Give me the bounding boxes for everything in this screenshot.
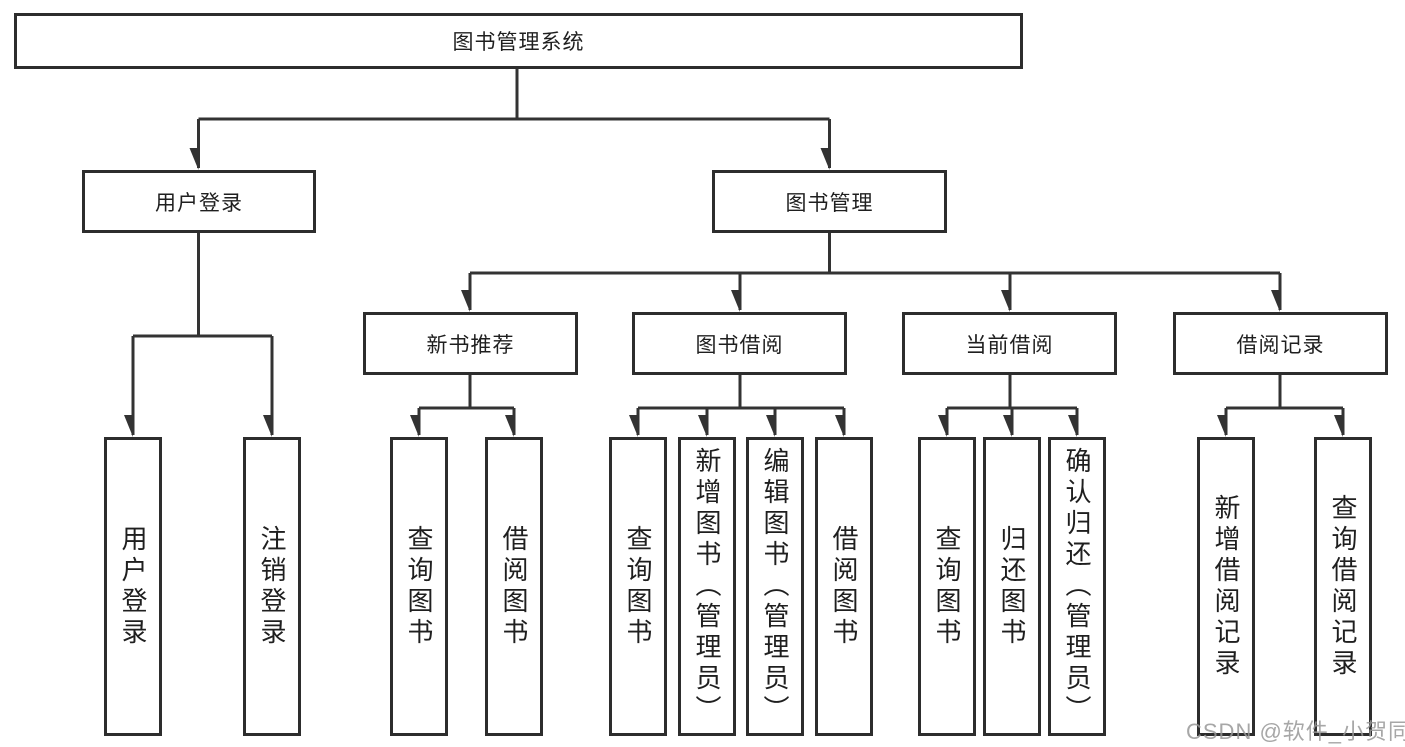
leaf-borrow-books-borrowing: 借阅图书 [815, 437, 873, 736]
leaf-query-books-current: 查询图书 [918, 437, 976, 736]
connector-book-borrow-trunk [638, 375, 844, 410]
leaf-borrow-books-recommend: 借阅图书 [485, 437, 543, 736]
node-user-login: 用户登录 [82, 170, 316, 233]
leaf-user-login: 用户登录 [104, 437, 162, 736]
leaf-add-book-admin: 新增图书（管理员） [678, 437, 736, 736]
connector-user-login-trunk [133, 233, 272, 338]
leaf-query-books-borrowing: 查询图书 [609, 437, 667, 736]
node-label: 用户登录 [155, 191, 243, 215]
node-current-borrowing: 当前借阅 [902, 312, 1117, 375]
node-label: 借阅图书 [499, 524, 529, 649]
leaf-logout: 注销登录 [243, 437, 301, 736]
node-label: 借阅记录 [1236, 333, 1325, 357]
leaf-query-borrow-record: 查询借阅记录 [1314, 437, 1372, 736]
node-label: 图书管理 [785, 191, 874, 215]
node-label: 确认归还（管理员） [1062, 447, 1092, 726]
node-label: 归还图书 [997, 524, 1027, 649]
connector-borrow-records-trunk [1226, 375, 1343, 410]
node-label: 图书管理系统 [452, 31, 585, 54]
node-label: 注销登录 [257, 524, 287, 649]
node-borrowing-records: 借阅记录 [1173, 312, 1388, 375]
node-label: 查询借阅记录 [1328, 493, 1358, 680]
connector-root-trunk [198, 69, 830, 121]
node-book-management: 图书管理 [712, 170, 947, 233]
leaf-return-books: 归还图书 [983, 437, 1041, 736]
leaf-confirm-return-admin: 确认归还（管理员） [1048, 437, 1106, 736]
node-label: 新增借阅记录 [1211, 493, 1241, 680]
node-label: 新书推荐 [426, 333, 515, 357]
leaf-edit-book-admin: 编辑图书（管理员） [746, 437, 804, 736]
leaf-add-borrow-record: 新增借阅记录 [1197, 437, 1255, 736]
node-label: 当前借阅 [965, 333, 1054, 357]
node-label: 编辑图书（管理员） [760, 447, 790, 726]
node-label: 查询图书 [623, 524, 653, 649]
node-label: 查询图书 [932, 524, 962, 649]
connector-new-book-trunk [419, 375, 514, 410]
connector-book-management-trunk [470, 233, 1280, 275]
node-library-management-system: 图书管理系统 [14, 13, 1023, 69]
node-label: 图书借阅 [695, 333, 784, 357]
node-label: 查询图书 [404, 524, 434, 649]
csdn-watermark: CSDN @软件_小贺同学 [1186, 719, 1405, 744]
node-label: 新增图书（管理员） [692, 447, 722, 726]
node-book-borrowing: 图书借阅 [632, 312, 847, 375]
node-new-book-recommendation: 新书推荐 [363, 312, 578, 375]
connector-current-borrow-trunk [947, 375, 1077, 410]
leaf-query-books-recommend: 查询图书 [390, 437, 448, 736]
node-label: 用户登录 [118, 524, 148, 649]
node-label: 借阅图书 [829, 524, 859, 649]
